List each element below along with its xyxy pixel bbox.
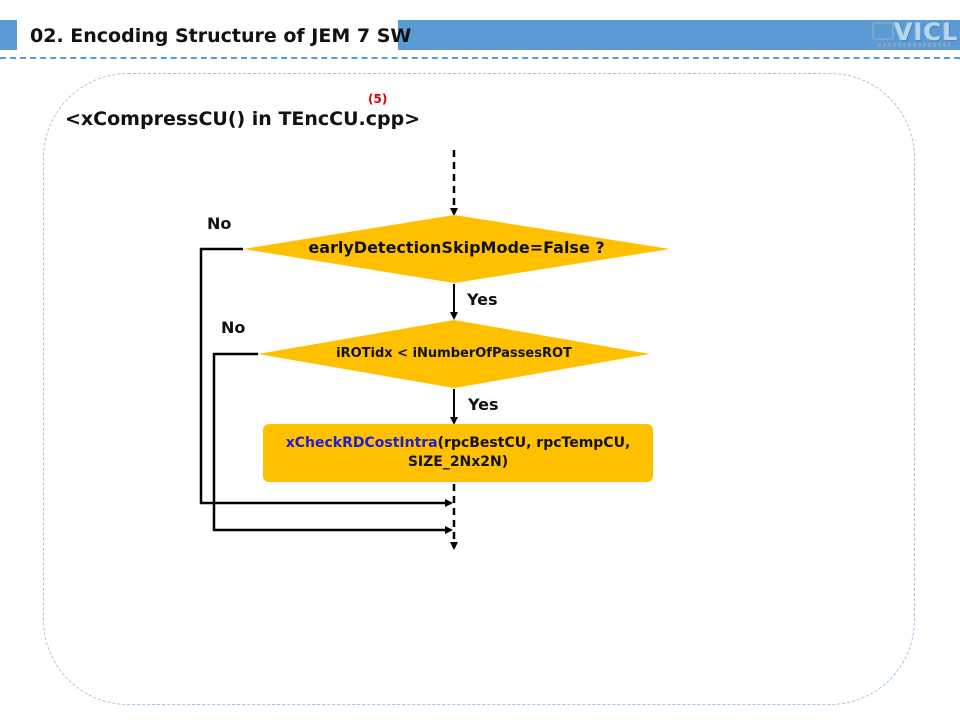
function-name: xCheckRDCostIntra	[285, 435, 438, 451]
yes-label-1: Yes	[467, 290, 498, 309]
no-path-1	[199, 247, 453, 507]
reference-mark: (5)	[368, 92, 388, 106]
header-title-box	[17, 20, 398, 50]
vicl-logo: VICL	[872, 18, 957, 50]
function-args-2: SIZE_2Nx2N)	[407, 454, 509, 470]
process-box: xCheckRDCostIntra(rpcBestCU, rpcTempCU, …	[263, 424, 653, 482]
header-dashed-divider	[0, 57, 960, 59]
content-frame	[43, 73, 915, 705]
logo-subtext-decoration	[878, 43, 950, 47]
logo-text: VICL	[894, 18, 959, 46]
decision1-diamond	[243, 215, 670, 283]
function-subtitle: <xCompressCU() in TEncCU.cpp>	[65, 108, 421, 130]
no-label-1: No	[207, 214, 232, 233]
decision1-text: earlyDetectionSkipMode=False ?	[308, 238, 605, 257]
yes-label-2: Yes	[468, 395, 499, 414]
slide-title: 02. Encoding Structure of JEM 7 SW	[30, 25, 412, 47]
function-args-1: (rpcBestCU, rpcTempCU,	[437, 435, 631, 451]
no-label-2: No	[221, 318, 246, 337]
process-line-1: xCheckRDCostIntra(rpcBestCU, rpcTempCU,	[286, 434, 631, 453]
no-path-2	[212, 352, 453, 534]
logo-mark-icon	[872, 22, 894, 40]
decision2-text: iROTidx < iNumberOfPassesROT	[336, 346, 572, 361]
decision2-diamond	[258, 320, 650, 388]
